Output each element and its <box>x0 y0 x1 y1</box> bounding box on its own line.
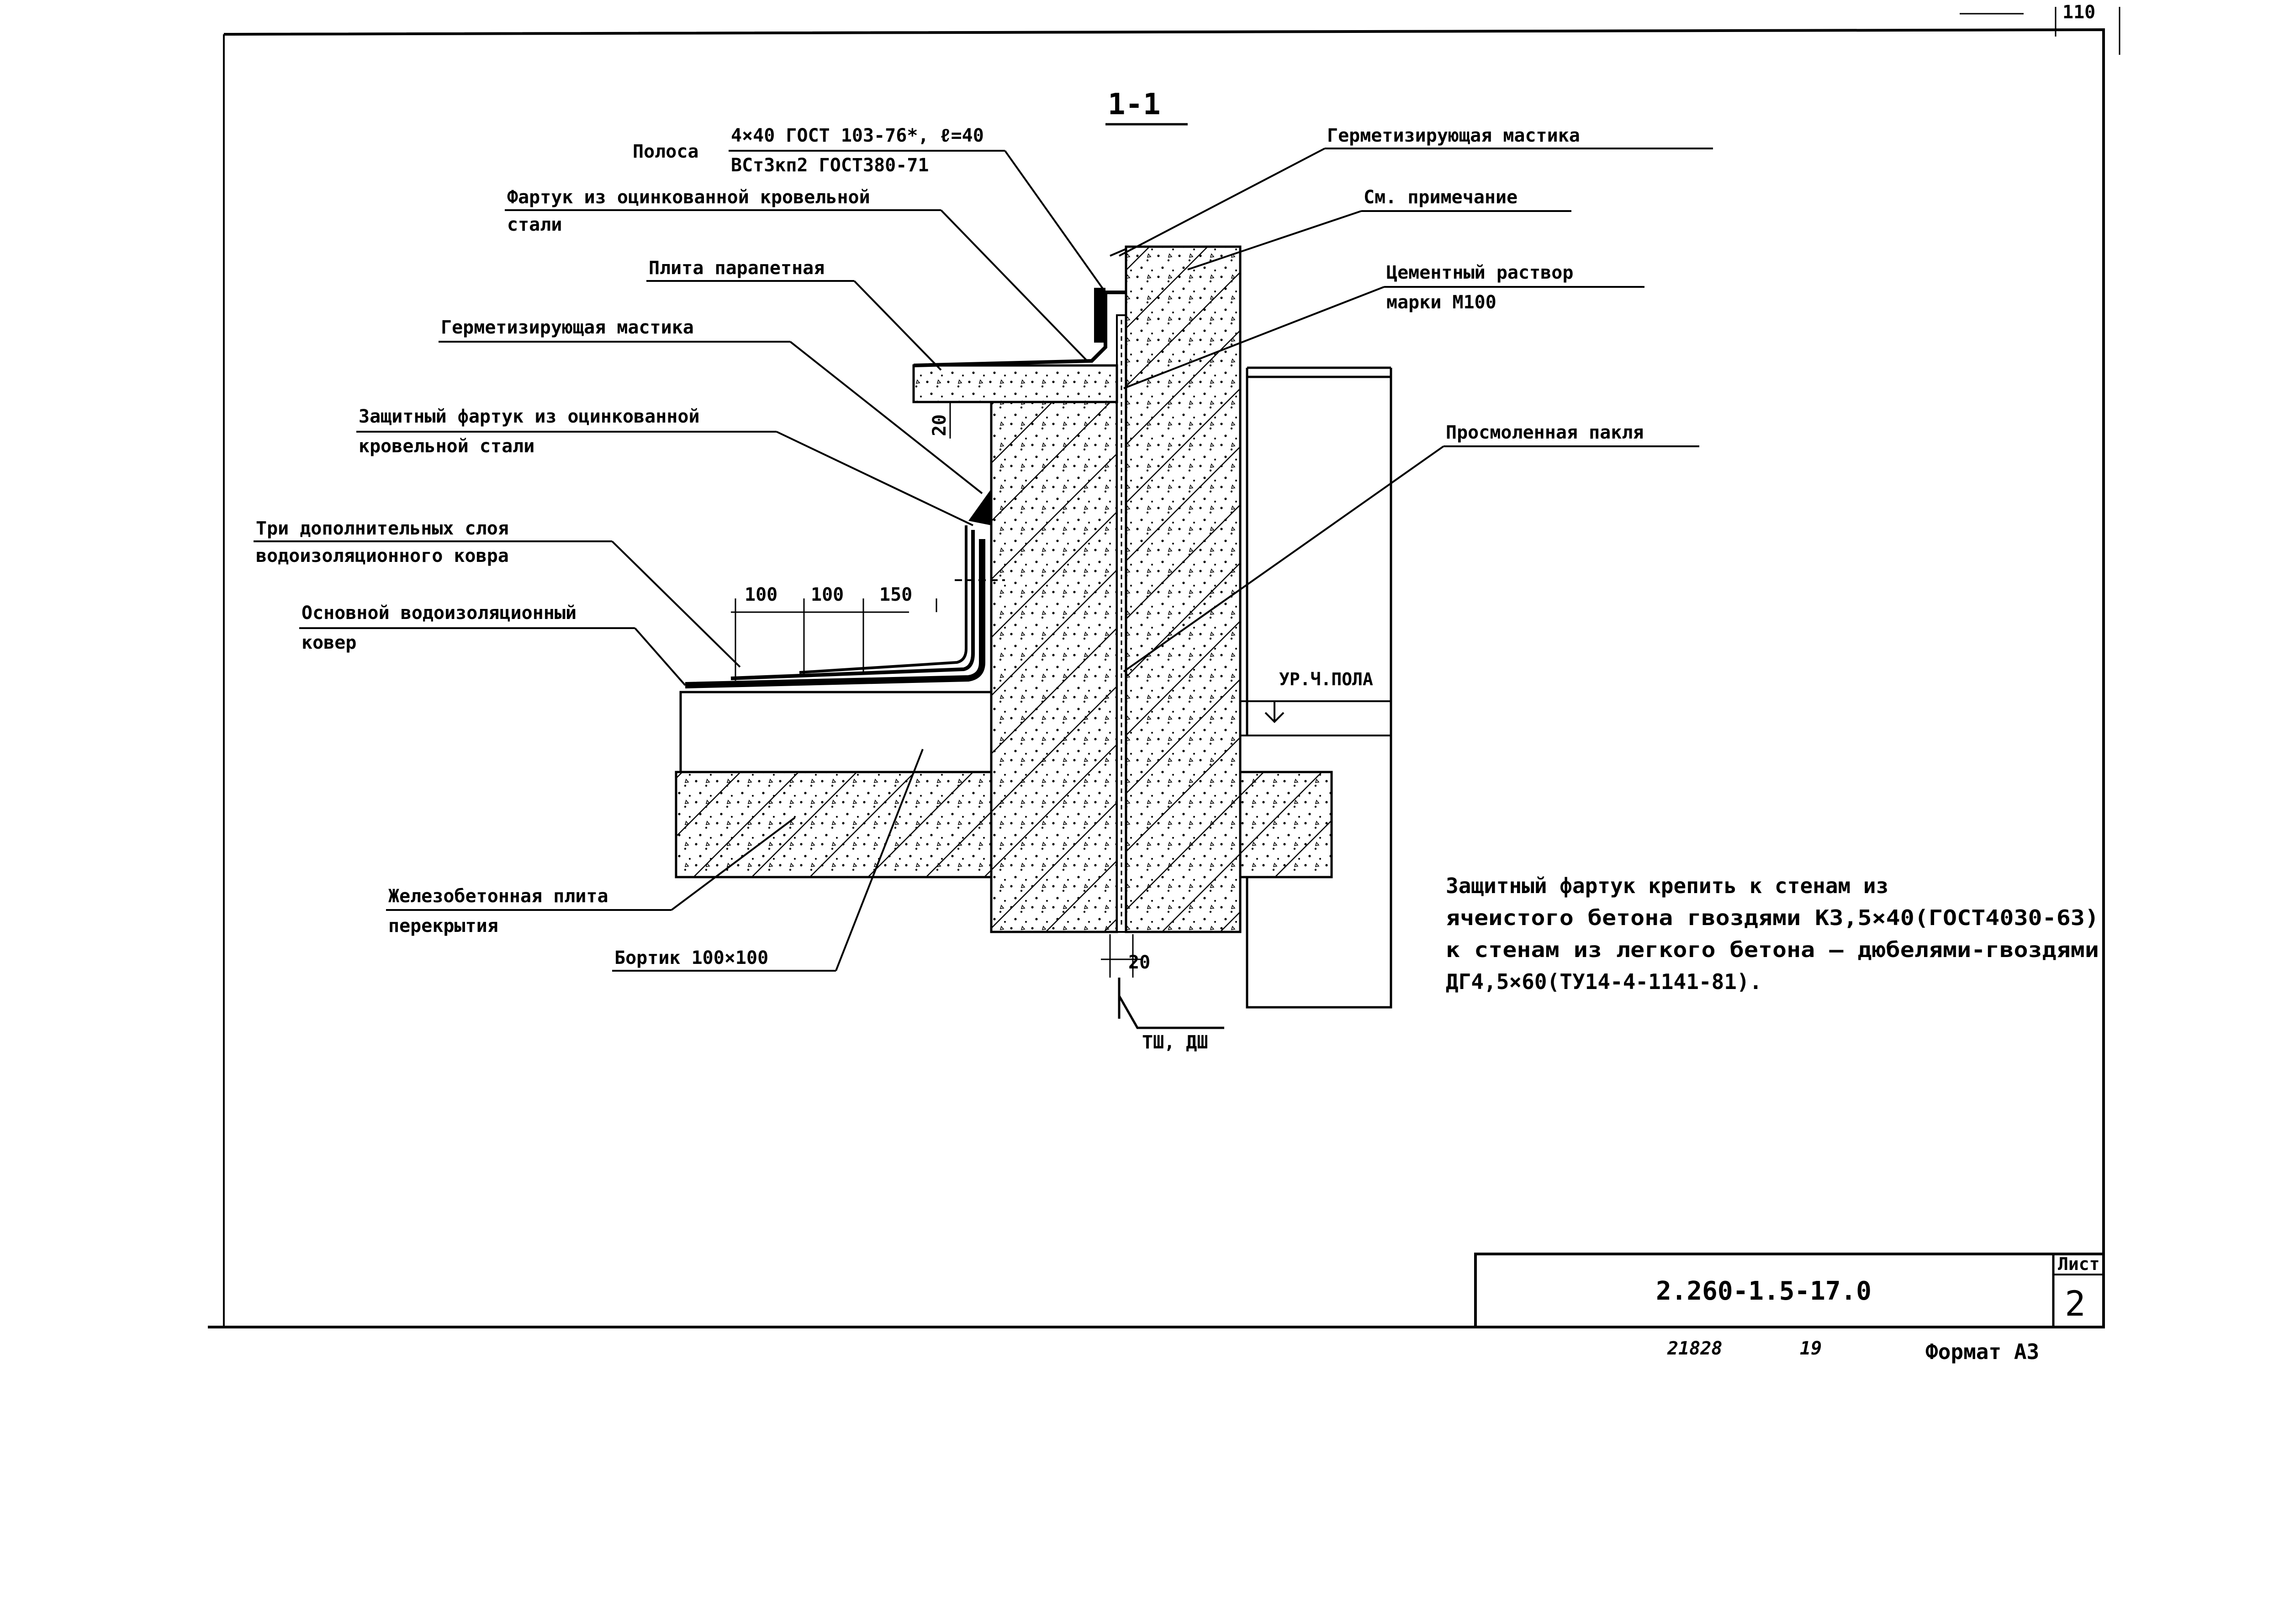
note-line-3: к стенам из легкого бетона — дюбелями-гв… <box>1446 937 2099 962</box>
label-protective-apron-2: кровельной стали <box>359 436 534 457</box>
label-extra-layers-1: Три дополнительных слоя <box>256 518 509 539</box>
dim-100-a: 100 <box>745 584 777 605</box>
label-mortar-2: марки М100 <box>1386 292 1496 313</box>
note-line-4: ДГ4,5×60(ТУ14-4-1141-81). <box>1446 969 1762 994</box>
drawing-note: Защитный фартук крепить к стенам из ячеи… <box>1446 873 2099 994</box>
label-protective-apron-1: Защитный фартук из оцинкованной <box>359 406 700 427</box>
label-curb: Бортик 100×100 <box>614 947 768 968</box>
sheet-label: Лист <box>2058 1254 2100 1274</box>
label-strip-spec-2: ВСт3кп2 ГОСТ380-71 <box>731 155 929 176</box>
doc-code: 2.260-1.5-17.0 <box>1656 1276 1872 1306</box>
sheet-format: Формат А3 <box>1925 1339 2039 1364</box>
label-main-carpet-2: ковер <box>301 632 356 653</box>
copy-number: 19 <box>1800 1338 1822 1359</box>
note-line-1: Защитный фартук крепить к стенам из <box>1446 873 1888 898</box>
dim-20-joint: 20 <box>1128 952 1150 973</box>
sheet-corner-number: 110 <box>2062 2 2095 23</box>
label-floor-level: УР.Ч.ПОЛА <box>1279 669 1373 689</box>
label-strip-spec-1: 4×40 ГОСТ 103-76*, ℓ=40 <box>731 125 984 146</box>
dimensions: 100 100 150 20 20 <box>745 414 1150 973</box>
label-mortar-1: Цементный раствор <box>1386 262 1573 283</box>
parapet-slab <box>912 364 1118 403</box>
label-sealant-right: Герметизирующая мастика <box>1327 125 1580 146</box>
waterproofing-carpet <box>685 539 985 688</box>
label-sealant-left: Герметизирующая мастика <box>441 317 694 338</box>
label-parapet-slab: Плита парапетная <box>649 258 825 279</box>
protective-apron <box>968 489 991 525</box>
label-see-note: См. примечание <box>1364 187 1517 208</box>
label-strip-name: Полоса <box>633 141 699 162</box>
top-apron <box>913 291 1126 367</box>
dim-100-b: 100 <box>811 584 844 605</box>
inventory-number: 21828 <box>1667 1338 1722 1359</box>
insulation-layer <box>679 691 993 773</box>
footer: 21828 19 Формат А3 <box>1667 1338 2039 1364</box>
label-tow: Просмоленная пакля <box>1446 422 1644 443</box>
label-extra-layers-2: водоизоляционного ковра <box>256 545 509 566</box>
label-rc-slab-2: перекрытия <box>388 915 498 936</box>
dim-20-vertical: 20 <box>929 414 950 436</box>
construction <box>675 245 1392 1029</box>
sheet-frame <box>208 7 2120 1328</box>
label-main-carpet-1: Основной водоизоляционный <box>301 603 576 624</box>
section-title: 1-1 <box>1108 88 1161 122</box>
label-joint-mark: ТШ, ДШ <box>1142 1032 1208 1053</box>
callout-labels: Полоса 4×40 ГОСТ 103-76*, ℓ=40 ВСт3кп2 Г… <box>254 125 1713 1053</box>
note-line-2: ячеистого бетона гвоздями К3,5×40(ГОСТ40… <box>1446 905 2099 930</box>
label-rc-slab-1: Железобетонная плита <box>388 886 608 907</box>
dim-150: 150 <box>879 584 912 605</box>
label-apron-2: стали <box>507 214 562 235</box>
title-block: 2.260-1.5-17.0 Лист 2 <box>1474 1253 2105 1328</box>
label-apron-1: Фартук из оцинкованной кровельной <box>507 187 870 208</box>
sheet-number: 2 <box>2065 1283 2086 1324</box>
